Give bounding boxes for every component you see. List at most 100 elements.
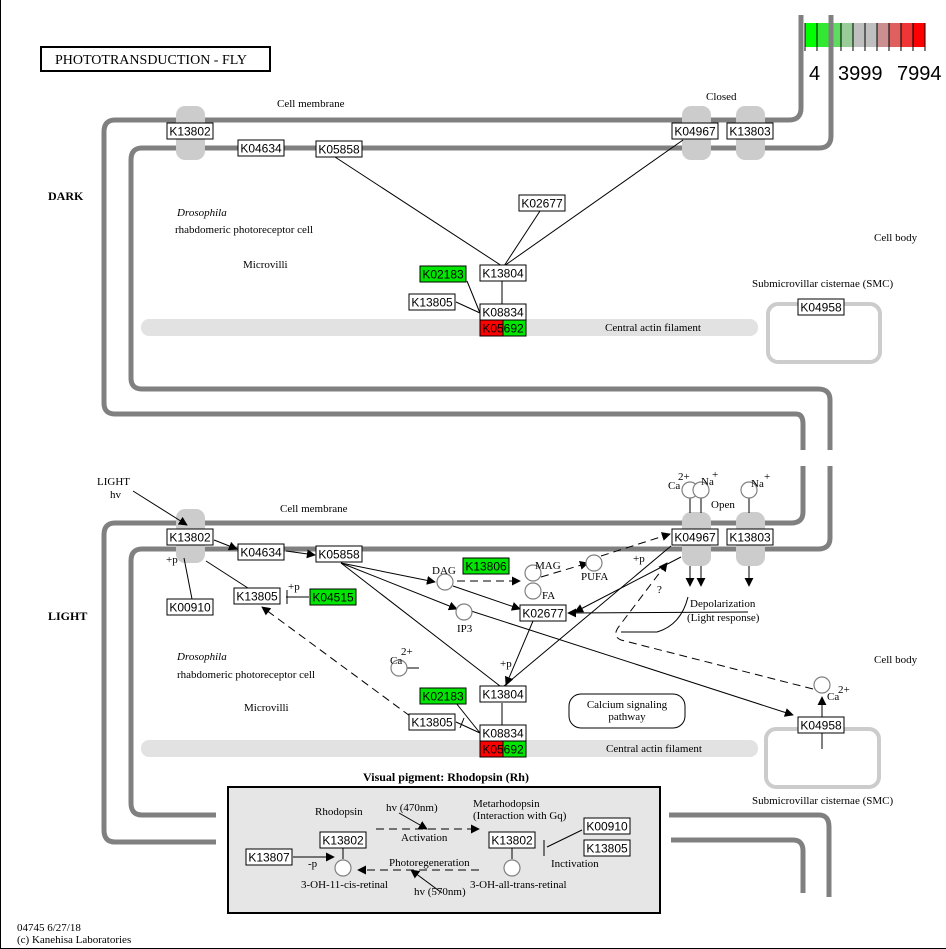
gene-box <box>309 588 357 606</box>
map-title: PHOTOTRANSDUCTION - FLY <box>55 53 247 68</box>
dark-species-label: Drosophila <box>176 207 227 219</box>
dark-node-K13804[interactable]: K13804 <box>479 264 527 282</box>
gene-box <box>671 122 719 140</box>
light-node-K13805[interactable]: K13805 <box>233 587 281 605</box>
gene-box <box>479 685 527 703</box>
gene-label: K13803 <box>729 125 771 139</box>
dark-actin-label: Central actin filament <box>605 322 701 334</box>
light-node-K04967[interactable]: K04967 <box>671 528 719 546</box>
dag-compound[interactable] <box>436 573 454 591</box>
gene-box <box>408 713 456 731</box>
light-node-K02183[interactable]: K02183 <box>419 687 467 705</box>
dark-node-K02677[interactable]: K02677 <box>518 194 566 212</box>
ca-smc-compound[interactable] <box>813 676 831 694</box>
fa-compound[interactable] <box>524 582 542 600</box>
dark-node-K13805[interactable]: K13805 <box>408 293 456 311</box>
dark-node-K02183[interactable]: K02183 <box>419 265 467 283</box>
gene-label: K08834 <box>482 727 524 741</box>
legend-max: 7994 <box>897 63 942 85</box>
gene-label: K02677 <box>521 197 563 211</box>
light-response-label: (Light response) <box>687 612 760 624</box>
light-cell-type-label: rhabdomeric photoreceptor cell <box>177 669 315 681</box>
legend-swatch <box>889 23 901 47</box>
mag-compound[interactable] <box>524 564 542 582</box>
gene-box <box>726 122 774 140</box>
legend-swatch <box>901 23 913 47</box>
legend-swatch <box>805 23 817 47</box>
na-trpl-compound[interactable] <box>740 481 758 499</box>
dark-node-K08834[interactable]: K08834 <box>479 303 527 321</box>
gene-box <box>245 848 293 866</box>
ca-charge: 2+ <box>838 684 850 696</box>
pufa-compound[interactable] <box>585 554 603 572</box>
light-node-K02677[interactable]: K02677 <box>519 604 567 622</box>
legend-swatch <box>853 23 865 47</box>
gene-label: K13805 <box>586 842 628 856</box>
dark-node-K04958[interactable]: K04958 <box>797 298 845 316</box>
dark-node-K04967[interactable]: K04967 <box>671 122 719 140</box>
ca-compound[interactable] <box>390 659 408 677</box>
copyright-label: (c) Kanehisa Laboratories <box>17 934 131 946</box>
calcium-signaling-pathway-link[interactable]: Calcium signaling pathway <box>568 693 686 729</box>
map-title-box[interactable]: PHOTOTRANSDUCTION - FLY <box>40 46 271 72</box>
dark-panel: Cell membrane Closed DARK Drosophila rha… <box>48 15 918 450</box>
dark-node-K13803[interactable]: K13803 <box>726 122 774 140</box>
color-legend <box>804 23 926 51</box>
gene-box <box>726 528 774 546</box>
hv470-label: hv (470nm) <box>386 802 438 814</box>
dark-node-K05858[interactable]: K05858 <box>315 140 363 158</box>
dark-node-K04634[interactable]: K04634 <box>237 139 285 157</box>
light-node-K13803[interactable]: K13803 <box>726 528 774 546</box>
gene-box <box>319 831 367 849</box>
pigment-node-K13802-rhodopsin[interactable]: K13802 <box>319 831 367 849</box>
pigment-node-K13802-metarhodopsin[interactable]: K13802 <box>488 831 536 849</box>
gene-label: K13804 <box>482 267 524 281</box>
light-node-K00910[interactable]: K00910 <box>166 598 214 616</box>
na-charge: + <box>764 471 770 483</box>
light-node-K13802[interactable]: K13802 <box>166 528 214 546</box>
dark-cell-membrane-label: Cell membrane <box>277 98 345 110</box>
legend-swatch <box>865 23 877 47</box>
dark-state-label: DARK <box>48 189 84 203</box>
light-node-K05858[interactable]: K05858 <box>315 545 363 563</box>
dark-actin-filament <box>141 319 758 336</box>
light-node-K13805[interactable]: K13805 <box>408 713 456 731</box>
gene-label: K04634 <box>240 546 282 560</box>
gene-box <box>488 831 536 849</box>
light-microvilli-label: Microvilli <box>244 702 289 714</box>
pufa-label: PUFA <box>581 571 608 583</box>
legend-min: 4 <box>809 63 820 85</box>
mod-plus-p: +p <box>633 553 645 565</box>
gene-label: K05692 <box>482 322 524 336</box>
light-node-K04634[interactable]: K04634 <box>237 543 285 561</box>
dark-node-K13802[interactable]: K13802 <box>166 122 214 140</box>
light-node-K13806[interactable]: K13806 <box>462 557 510 575</box>
light-actin-label: Central actin filament <box>606 743 702 755</box>
cis-retinal-compound[interactable] <box>334 859 352 877</box>
gene-box-border <box>479 319 527 337</box>
gene-label: K04634 <box>240 142 282 156</box>
trans-retinal-compound[interactable] <box>503 859 521 877</box>
dark-microvilli-label: Microvilli <box>243 259 288 271</box>
pigment-node-K13807[interactable]: K13807 <box>245 848 293 866</box>
light-node-K04958[interactable]: K04958 <box>797 716 845 734</box>
dark-node-K05692[interactable]: K05692 <box>479 319 527 337</box>
dark-smc-label: Submicrovillar cisternae (SMC) <box>752 278 893 290</box>
inactivation-label: Inctivation <box>551 858 599 870</box>
mod-plus-p: +p <box>166 554 178 566</box>
legend-swatch <box>817 23 829 47</box>
gene-label: K13804 <box>482 688 524 702</box>
dark-inner-membrane <box>128 15 834 450</box>
light-node-K13804[interactable]: K13804 <box>479 685 527 703</box>
photoregeneration-label: Photoregeneration <box>389 857 470 869</box>
gene-label: K05692 <box>482 743 524 757</box>
gene-box <box>671 528 719 546</box>
pigment-node-K13805[interactable]: K13805 <box>583 839 631 857</box>
ip3-compound[interactable] <box>455 603 473 621</box>
light-node-K08834[interactable]: K08834 <box>479 724 527 742</box>
pigment-node-K00910[interactable]: K00910 <box>583 817 631 835</box>
gene-box <box>583 817 631 835</box>
light-node-K05692[interactable]: K05692 <box>479 740 527 758</box>
light-node-K04515[interactable]: K04515 <box>309 588 357 606</box>
na-channel-compound[interactable] <box>692 481 710 499</box>
